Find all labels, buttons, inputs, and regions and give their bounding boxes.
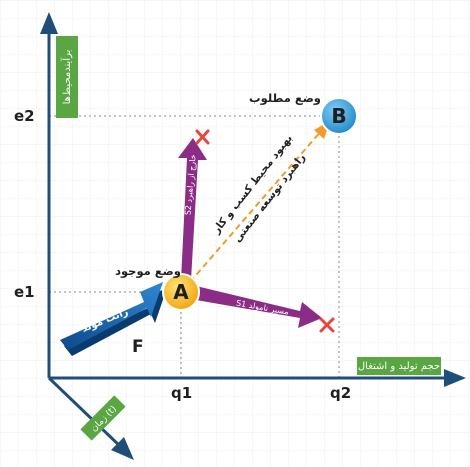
rent-arrow bbox=[60, 282, 167, 356]
x-axis bbox=[49, 369, 466, 387]
svg-text:A: A bbox=[173, 280, 189, 304]
tick-q1: q1 bbox=[171, 384, 192, 402]
desired-state-label: وضع مطلوب bbox=[249, 91, 321, 106]
point-b: B bbox=[320, 97, 358, 135]
y-axis-label: برآیندمحیط‌ها bbox=[56, 36, 78, 118]
y-axis bbox=[40, 12, 58, 378]
tick-q2: q2 bbox=[330, 384, 351, 402]
tick-e1: e1 bbox=[14, 283, 35, 301]
point-a: A bbox=[162, 273, 200, 311]
tick-e2: e2 bbox=[14, 107, 35, 125]
x-axis-label: حجم تولید و اشتغال bbox=[357, 357, 441, 375]
time-axis bbox=[47, 376, 134, 460]
current-state-label: وضع موجود bbox=[115, 264, 181, 279]
red-x-mark-right bbox=[319, 317, 335, 333]
svg-text:برآیندمحیط‌ها: برآیندمحیط‌ها bbox=[60, 50, 73, 105]
red-x-mark-top bbox=[195, 129, 210, 145]
svg-text:B: B bbox=[331, 104, 346, 128]
s1-arrow bbox=[196, 286, 322, 328]
s2-arrow bbox=[178, 138, 207, 280]
svg-text:حجم تولید و اشتغال: حجم تولید و اشتغال bbox=[358, 361, 440, 372]
f-label: F bbox=[132, 337, 144, 357]
